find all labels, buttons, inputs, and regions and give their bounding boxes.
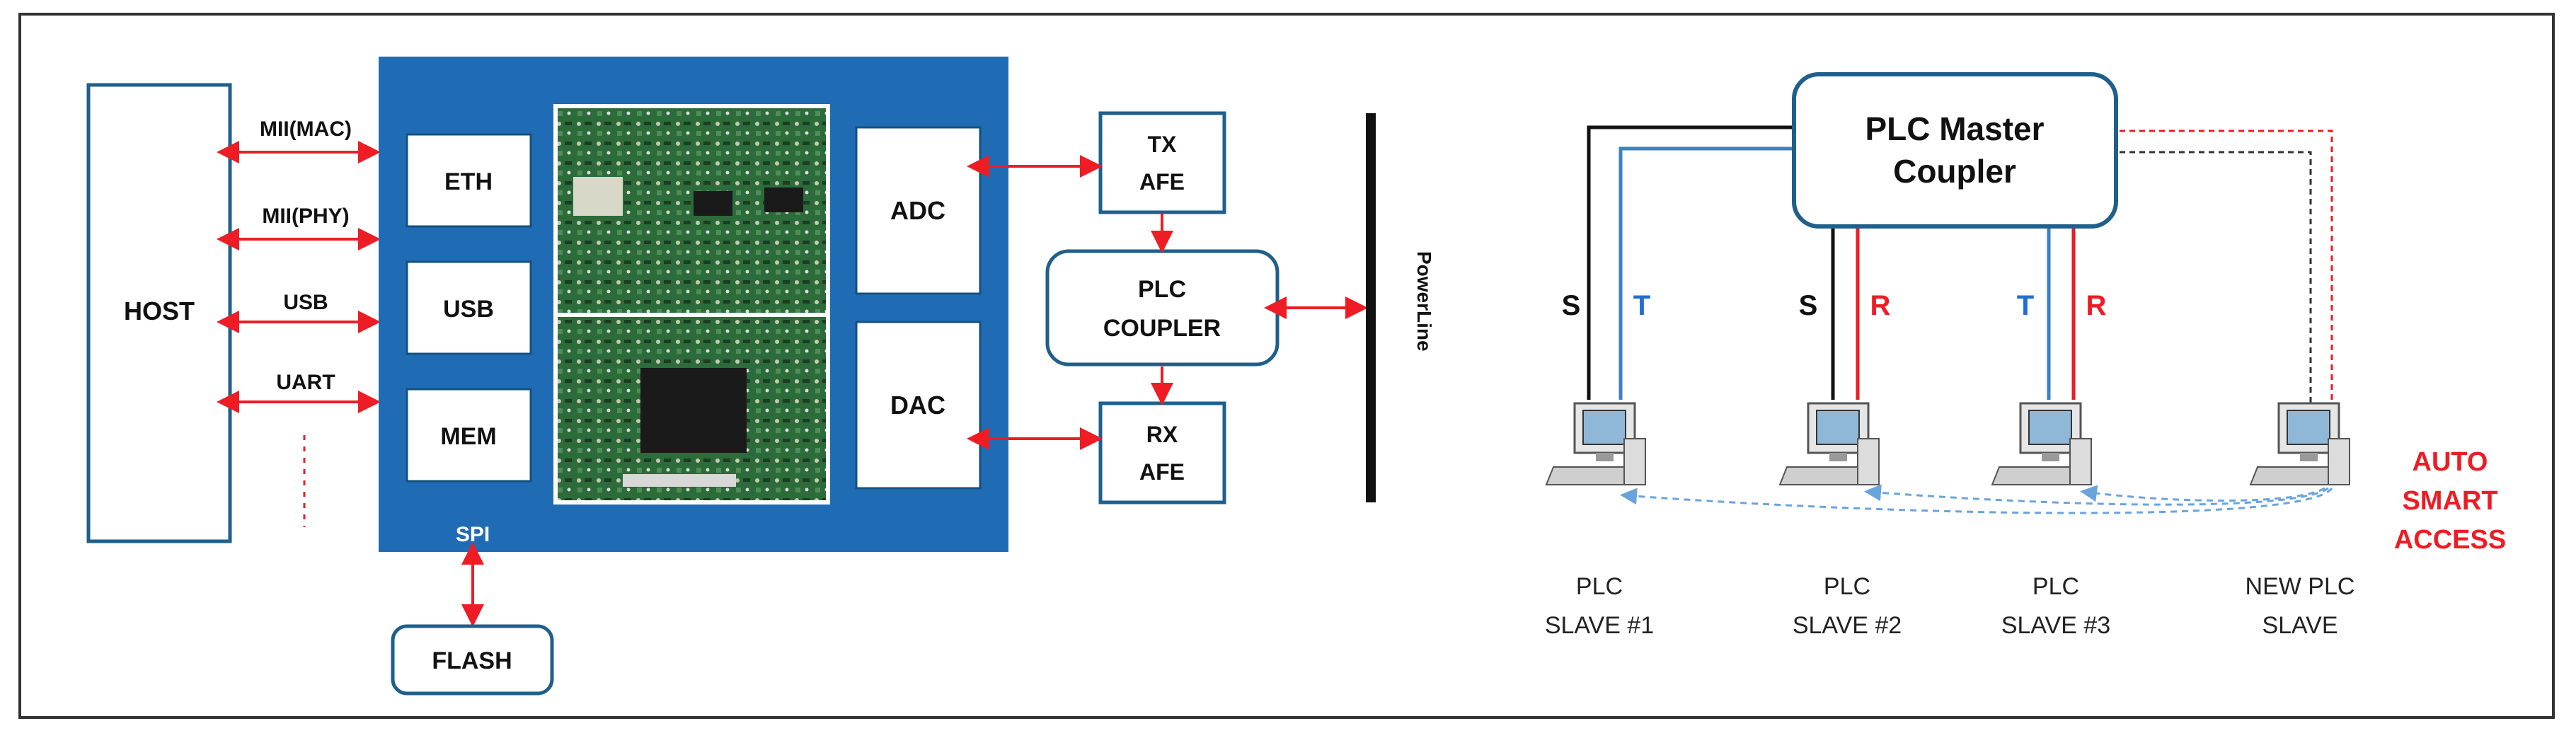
spi-label: SPI [456,523,490,546]
bus-label-mii-mac: MII(MAC) [260,117,352,141]
wire-label-r3: R [2086,290,2107,321]
plc-coupler-block: PLC COUPLER [1045,249,1280,367]
host-label: HOST [124,296,195,325]
mem-block [406,388,532,483]
master-label-1: PLC Master [1865,110,2044,147]
tx-afe-label-2: AFE [1139,169,1185,195]
diagram-frame [18,13,2555,719]
slave3-label-1: PLC [2032,573,2079,600]
wire-label-s2: S [1799,290,1818,321]
powerline-label: PowerLine [1413,251,1435,352]
new-slave-label-2: SLAVE [2262,612,2338,639]
slave1-label-2: SLAVE #1 [1545,612,1654,639]
plc-master-coupler: PLC Master Coupler [1792,72,2118,229]
wire-label-t3: T [2017,290,2034,321]
rx-afe-label-2: AFE [1139,459,1185,485]
usb-block-label: USB [443,296,494,323]
auto-access-label-3: ACCESS [2394,525,2506,555]
tx-afe-block: TX AFE [1098,111,1226,214]
usb-block [406,260,532,355]
host-bus-arrows [217,141,381,527]
signal-arrows [967,155,1368,450]
eth-block [406,133,532,228]
flash-label: FLASH [432,647,512,674]
plc-chip-block [379,57,1008,552]
eth-label: ETH [444,168,493,195]
computer-icon [2249,402,2350,485]
master-label-2: Coupler [1893,153,2016,190]
new-slave-label-1: NEW PLC [2246,573,2355,600]
bus-label-usb: USB [283,291,328,314]
master-wires [1587,125,2333,403]
rx-afe-label-1: RX [1146,422,1178,447]
adc-block [855,126,982,295]
tx-afe-label-1: TX [1148,132,1178,157]
bus-label-mii-phy: MII(PHY) [262,204,349,228]
flash-block: FLASH [391,624,554,696]
mem-label: MEM [440,423,496,450]
auto-access-label-2: SMART [2402,486,2497,516]
auto-access-label-1: AUTO [2413,447,2488,477]
rx-afe-block: RX AFE [1098,401,1226,505]
wire-label-s1: S [1562,290,1581,321]
pcb-main-ic [640,368,747,453]
dac-block [855,321,982,490]
bus-label-uart: UART [276,371,335,394]
slave2-label-2: SLAVE #2 [1793,612,1902,639]
computer-icon [1545,402,1646,485]
coupler-label-1: PLC [1138,276,1186,303]
dac-label: DAC [890,391,945,420]
computer-icon [1991,402,2092,485]
coupler-label-2: COUPLER [1103,315,1221,342]
slave2-label-1: PLC [1824,573,1870,600]
powerline-bar [1366,113,1376,502]
host-block: HOST [86,83,232,543]
auto-access-dashed-arrows [1620,484,2333,514]
computer-icon [1778,402,1880,485]
adc-label: ADC [890,196,945,225]
slave1-label-1: PLC [1576,573,1623,600]
slave3-label-2: SLAVE #3 [2001,612,2110,639]
wire-label-t1: T [1633,290,1650,321]
wire-label-r2: R [1870,290,1891,321]
